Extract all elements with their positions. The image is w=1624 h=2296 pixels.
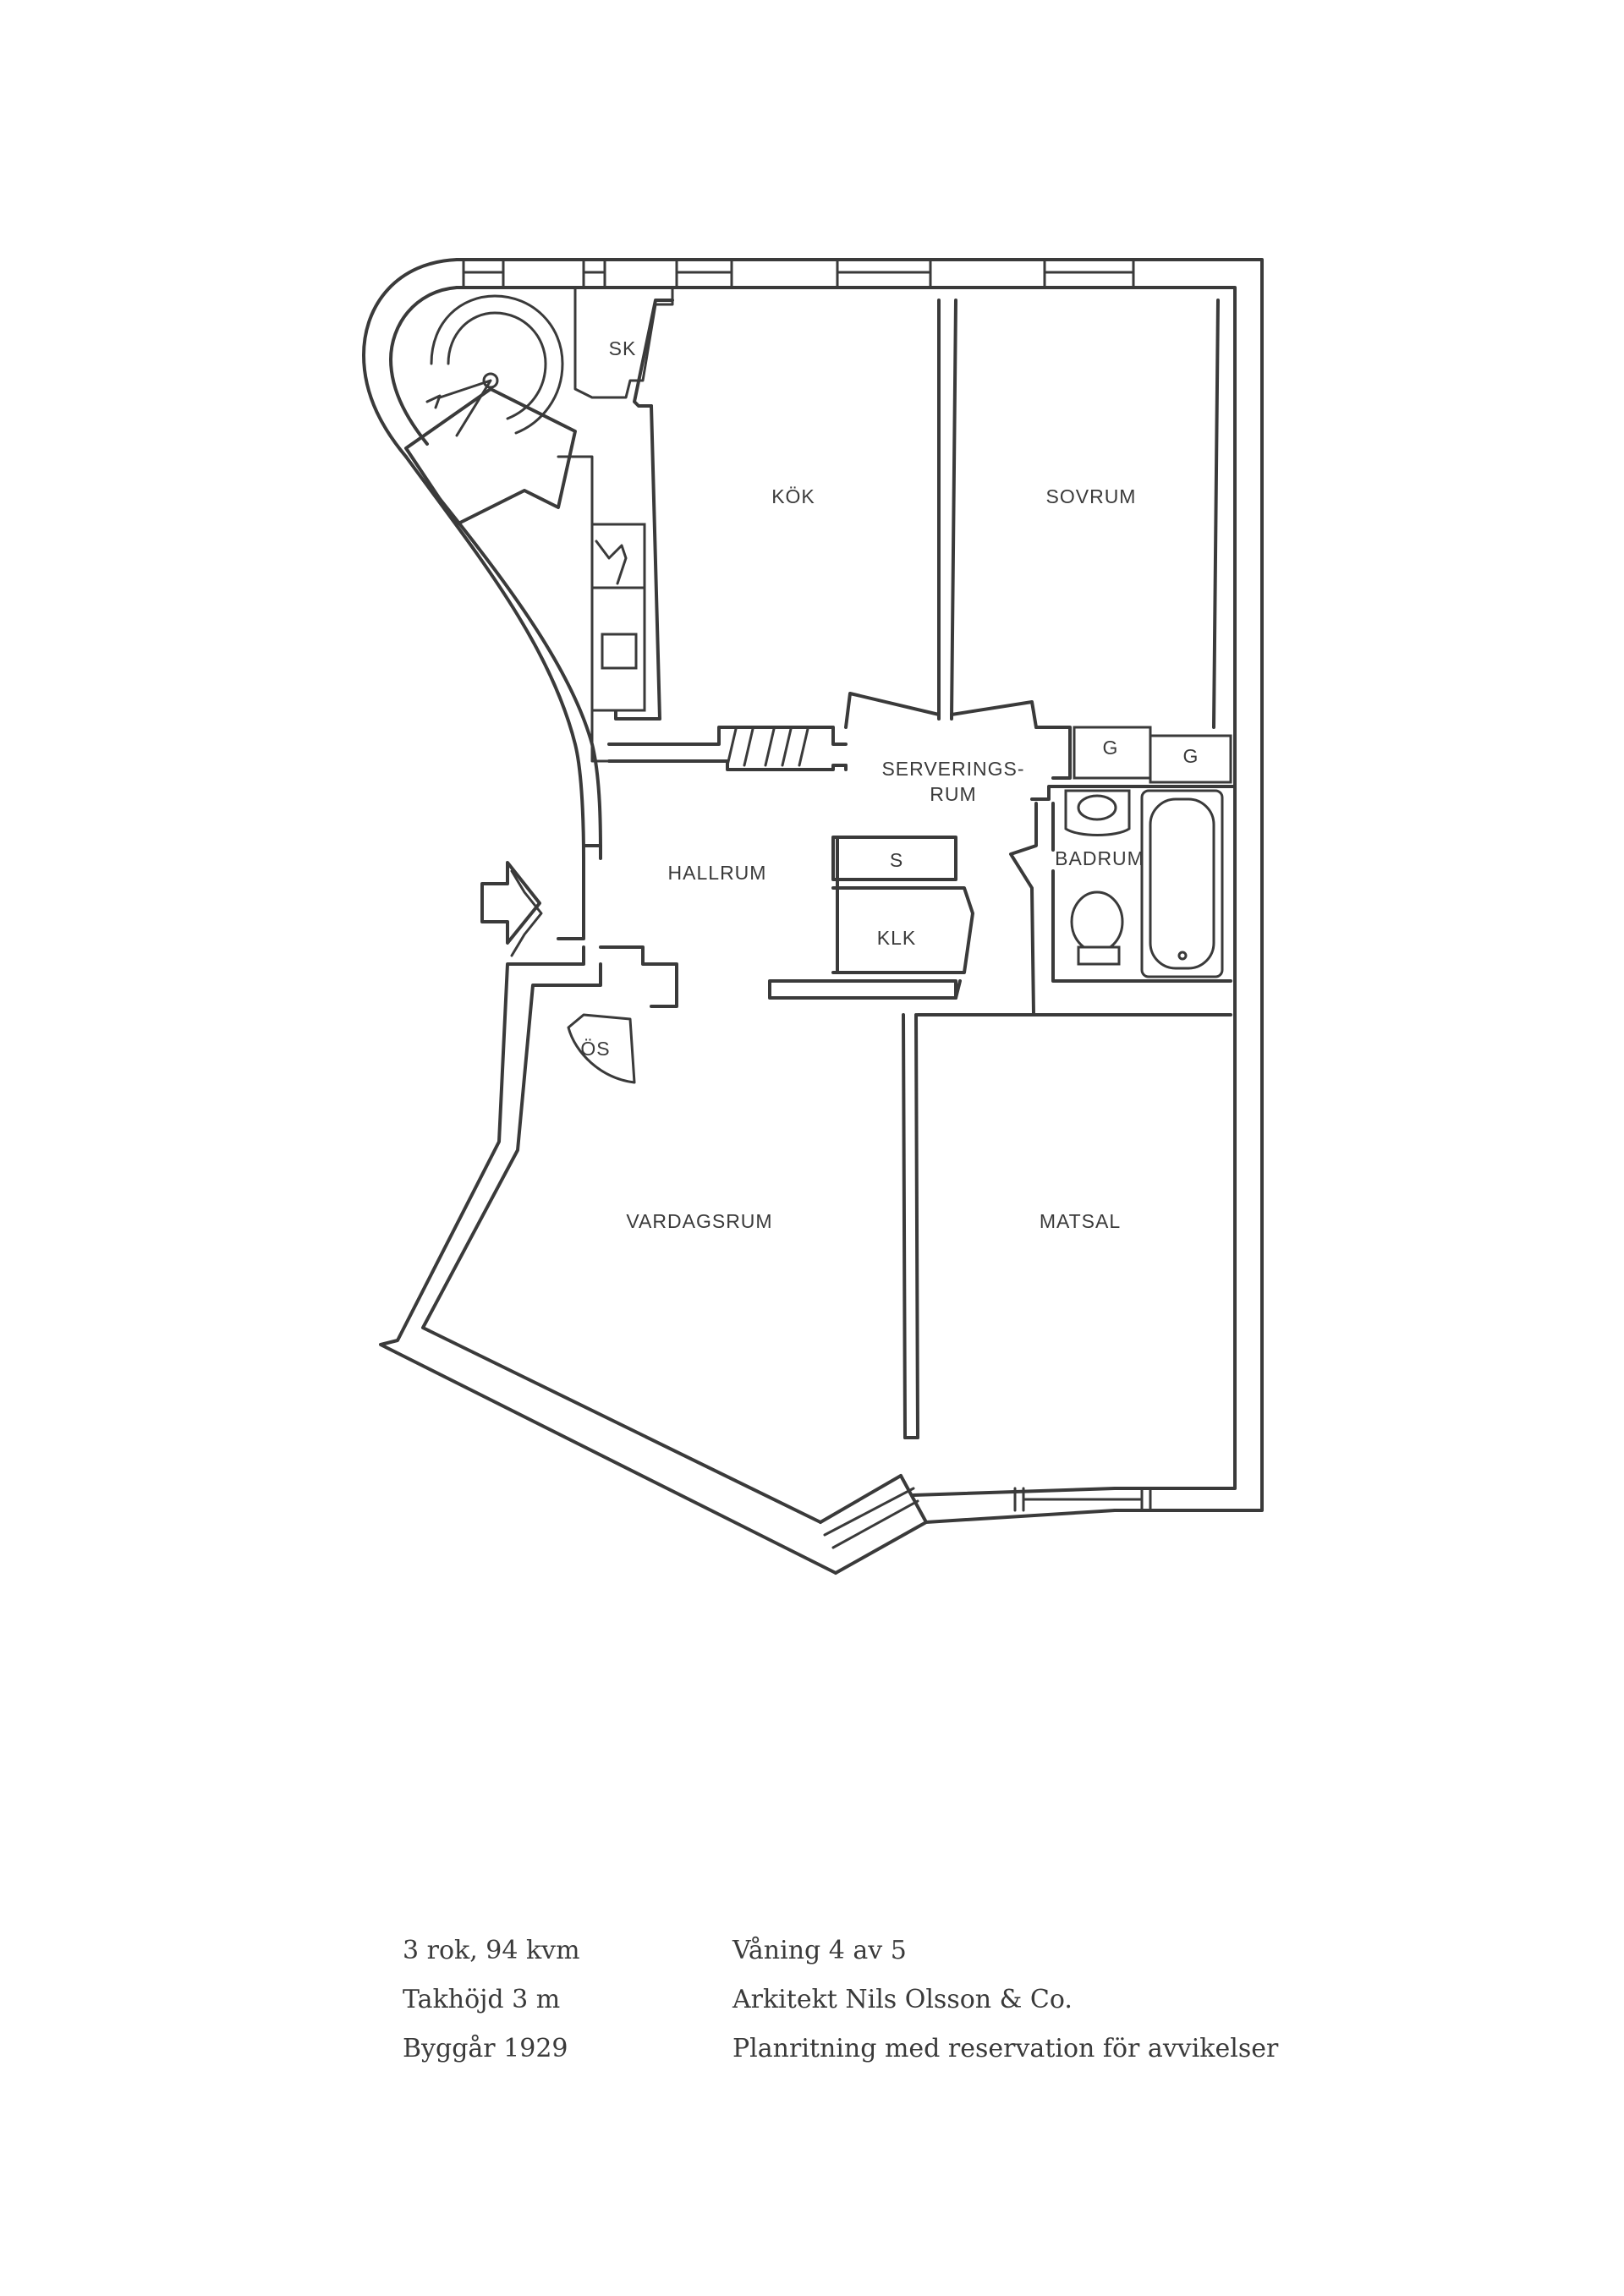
- label-hallrum: HALLRUM: [668, 862, 767, 884]
- fact-floor: Våning 4 av 5: [732, 1936, 907, 1965]
- fact-architect: Arkitekt Nils Olsson & Co.: [732, 1985, 1073, 2014]
- label-badrum: BADRUM: [1055, 847, 1144, 869]
- room-labels: SK KÖK SOVRUM SERVERINGS- RUM G G BADRUM…: [580, 337, 1199, 1232]
- label-vardagsrum: VARDAGSRUM: [626, 1210, 772, 1232]
- label-sovrum: SOVRUM: [1046, 485, 1137, 507]
- label-serverings-2: RUM: [930, 783, 976, 805]
- windows: [462, 258, 1144, 1549]
- label-g1: G: [1103, 737, 1119, 759]
- label-s: S: [890, 849, 903, 871]
- fact-build-year: Byggår 1929: [403, 2034, 568, 2063]
- stair-tower: [404, 294, 594, 526]
- label-serverings-1: SERVERINGS-: [881, 758, 1024, 780]
- label-os: ÖS: [580, 1038, 610, 1060]
- apartment-facts-right: Våning 4 av 5 Arkitekt Nils Olsson & Co.…: [732, 1926, 1278, 2074]
- fact-ceiling-height: Takhöjd 3 m: [403, 1985, 561, 2014]
- apartment-facts-left: 3 rok, 94 kvm Takhöjd 3 m Byggår 1929: [403, 1926, 580, 2074]
- outer-walls: [362, 258, 1264, 1575]
- fact-disclaimer: Planritning med reservation för avvikels…: [732, 2034, 1279, 2063]
- interior-walls: [480, 286, 1237, 1439]
- label-g2: G: [1183, 745, 1199, 767]
- fact-size: 3 rok, 94 kvm: [403, 1936, 580, 1965]
- label-sk: SK: [609, 337, 637, 359]
- label-matsal: MATSAL: [1040, 1210, 1121, 1232]
- label-klk: KLK: [877, 927, 916, 949]
- label-kok: KÖK: [771, 485, 815, 507]
